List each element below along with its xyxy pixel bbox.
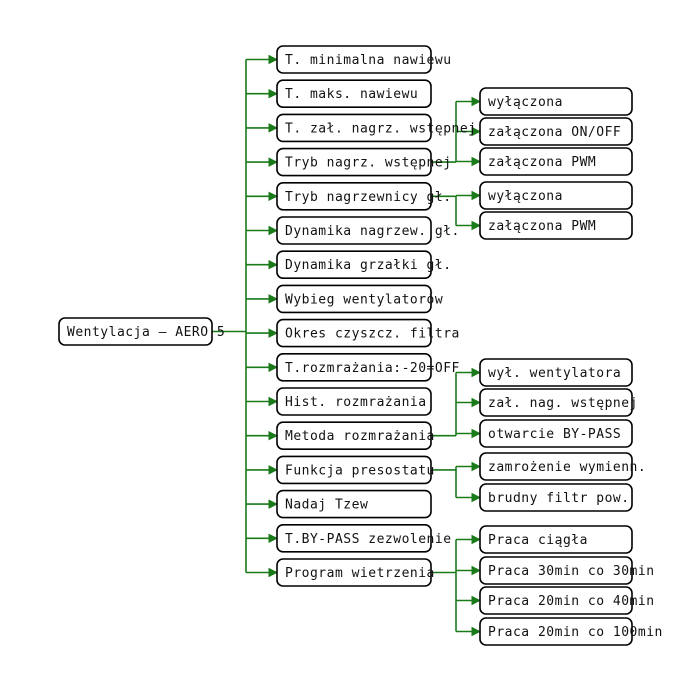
option-o05a: wyłączona: [479, 181, 633, 210]
option-o12c: otwarcie BY-PASS: [479, 419, 633, 448]
option-o12a-label: wył. wentylatora: [488, 366, 621, 381]
option-o05b-box: [479, 211, 633, 240]
menu-item-m12-label: Metoda rozmrażania: [285, 429, 435, 444]
menu-item-m05: Tryb nagrzewnicy gł.: [276, 182, 452, 211]
root-node-box: [58, 317, 213, 346]
menu-item-m02: T. maks. nawiewu: [276, 79, 432, 108]
option-o05a-box: [479, 181, 633, 210]
option-o12a: wył. wentylatora: [479, 358, 633, 387]
option-o12a-box: [479, 358, 633, 387]
option-o12b: zał. nag. wstępnej: [479, 388, 638, 417]
menu-item-m11-label: Hist. rozmrażania: [285, 395, 427, 410]
menu-item-m07: Dynamika grzałki gł.: [276, 250, 452, 279]
menu-item-m11-box: [276, 387, 432, 416]
option-o12c-box: [479, 419, 633, 448]
root-node: Wentylacja – AERO 5: [58, 317, 225, 346]
menu-item-m12: Metoda rozmrażania: [276, 421, 435, 451]
menu-item-m03: T. zał. nagrz. wstępnej: [276, 113, 477, 143]
option-o05b-label: załączona PWM: [488, 219, 596, 234]
option-o13b: brudny filtr pow.: [479, 483, 633, 512]
menu-item-m15-box: [276, 523, 432, 553]
option-o13b-box: [479, 483, 633, 512]
option-o05b: załączona PWM: [479, 211, 633, 240]
menu-item-m04: Tryb nagrz. wstępnej: [276, 147, 452, 177]
menu-item-m14-label: Nadaj Tzew: [285, 498, 368, 513]
option-o16c-label: Praca 20min co 40min: [488, 594, 655, 609]
option-o16c-box: [479, 586, 633, 615]
option-o04b: załączona ON/OFF: [479, 117, 633, 146]
option-o13a: zamrożenie wymienn.: [479, 452, 646, 481]
option-o16d-label: Praca 20min co 100min: [488, 625, 663, 640]
option-o04b-box: [479, 117, 633, 146]
option-o16d: Praca 20min co 100min: [479, 617, 663, 646]
menu-item-m09: Okres czyszcz. filtra: [276, 318, 460, 348]
menu-item-m05-box: [276, 182, 432, 211]
menu-item-m10-label: T.rozmrażania:-20=OFF: [285, 361, 460, 376]
menu-item-m13-label: Funkcja presostatu: [285, 463, 435, 478]
option-o13a-box: [479, 452, 633, 481]
option-o04a: wyłączona: [479, 87, 633, 116]
option-o04a-box: [479, 87, 633, 116]
menu-item-m02-label: T. maks. nawiewu: [285, 87, 418, 102]
option-o04c: załączona PWM: [479, 147, 633, 176]
menu-item-m03-label: T. zał. nagrz. wstępnej: [285, 121, 477, 136]
nodes-layer: Wentylacja – AERO 5 T. minimalna nawiewuT…: [58, 45, 663, 646]
menu-item-m04-label: Tryb nagrz. wstępnej: [285, 156, 452, 171]
option-o16d-box: [479, 617, 633, 646]
menu-item-m16-box: [276, 558, 432, 587]
menu-item-m07-label: Dynamika grzałki gł.: [285, 258, 452, 273]
menu-item-m14: Nadaj Tzew: [276, 489, 432, 519]
menu-item-m15-label: T.BY-PASS zezwolenie: [285, 532, 452, 547]
option-o16b-label: Praca 30min co 30min: [488, 564, 655, 579]
option-o05a-label: wyłączona: [488, 189, 563, 204]
menu-item-m14-box: [276, 489, 432, 519]
menu-item-m06: Dynamika nagrzew. gł.: [276, 216, 460, 245]
menu-item-m11: Hist. rozmrażania: [276, 387, 432, 416]
menu-item-m10-box: [276, 352, 432, 382]
menu-item-m13: Funkcja presostatu: [276, 455, 435, 485]
menu-item-m06-box: [276, 216, 432, 245]
menu-item-m10: T.rozmrażania:-20=OFF: [276, 352, 460, 382]
menu-item-m16-label: Program wietrzenia: [285, 566, 435, 581]
option-o16b-box: [479, 556, 633, 585]
menu-item-m12-box: [276, 421, 432, 451]
option-o04c-label: załączona PWM: [488, 155, 596, 170]
menu-item-m02-box: [276, 79, 432, 108]
menu-item-m07-box: [276, 250, 432, 279]
root-node-label: Wentylacja – AERO 5: [67, 325, 225, 340]
menu-item-m15: T.BY-PASS zezwolenie: [276, 523, 452, 553]
menu-item-m08: Wybieg wentylatorów: [276, 284, 443, 314]
menu-item-m01-label: T. minimalna nawiewu: [285, 53, 452, 68]
menu-item-m08-box: [276, 284, 432, 314]
option-o16a-box: [479, 525, 633, 554]
menu-item-m01: T. minimalna nawiewu: [276, 45, 452, 74]
connectors-layer: [212, 54, 481, 637]
option-o04b-label: załączona ON/OFF: [488, 125, 621, 140]
menu-item-m04-box: [276, 147, 432, 177]
option-o12b-label: zał. nag. wstępnej: [488, 396, 638, 411]
menu-item-m09-box: [276, 318, 432, 348]
option-o16b: Praca 30min co 30min: [479, 556, 655, 585]
menu-item-m03-box: [276, 113, 432, 143]
option-o16a: Praca ciągła: [479, 525, 633, 554]
option-o13b-label: brudny filtr pow.: [488, 491, 630, 506]
menu-item-m06-label: Dynamika nagrzew. gł.: [285, 224, 460, 239]
option-o12b-box: [479, 388, 633, 417]
option-o04a-label: wyłączona: [488, 95, 563, 110]
option-o16c: Praca 20min co 40min: [479, 586, 655, 615]
option-o04c-box: [479, 147, 633, 176]
menu-item-m09-label: Okres czyszcz. filtra: [285, 327, 460, 342]
menu-item-m05-label: Tryb nagrzewnicy gł.: [285, 190, 452, 205]
menu-item-m13-box: [276, 455, 432, 485]
menu-item-m16: Program wietrzenia: [276, 558, 435, 587]
menu-item-m08-label: Wybieg wentylatorów: [285, 292, 443, 307]
option-o16a-label: Praca ciągła: [488, 533, 588, 548]
option-o13a-label: zamrożenie wymienn.: [488, 460, 646, 475]
option-o12c-label: otwarcie BY-PASS: [488, 427, 621, 442]
menu-item-m01-box: [276, 45, 432, 74]
